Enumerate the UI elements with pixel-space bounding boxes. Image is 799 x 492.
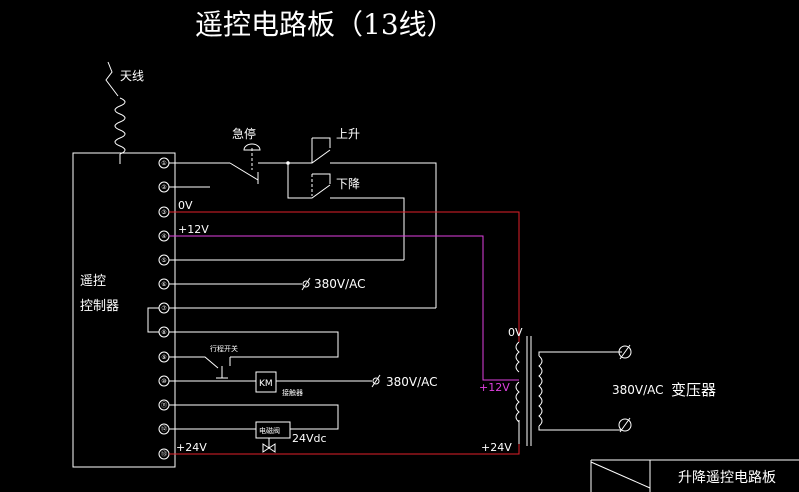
terminal-2 bbox=[158, 181, 170, 193]
title-block bbox=[590, 459, 799, 492]
estop-label: 急停 bbox=[232, 126, 256, 141]
antenna-label: 天线 bbox=[120, 69, 144, 83]
ac-label-km: 380V/AC bbox=[386, 375, 438, 389]
terminal-12 bbox=[158, 423, 170, 435]
terminal-10 bbox=[158, 375, 170, 387]
plus24v-wire bbox=[169, 420, 520, 455]
terminal-8 bbox=[158, 326, 170, 338]
controller-label-1: 遥控 bbox=[80, 274, 106, 289]
plus24-label-left: +24V bbox=[176, 441, 207, 454]
valve-icon bbox=[262, 443, 276, 453]
transformer bbox=[515, 336, 622, 446]
terminal-9 bbox=[158, 351, 170, 363]
antenna bbox=[105, 61, 126, 164]
estop-switch-contact bbox=[229, 162, 259, 181]
terminal-3 bbox=[158, 206, 170, 218]
terminal-1 bbox=[158, 157, 170, 169]
titleblock-label: 升降遥控电路板 bbox=[678, 470, 776, 486]
primary-terminal-top bbox=[618, 345, 632, 359]
terminal-13 bbox=[158, 448, 170, 460]
terminal-11 bbox=[158, 399, 170, 411]
contactor-coil bbox=[255, 371, 277, 393]
valve-label: 电磁阀 bbox=[259, 426, 280, 435]
transformer-label: 变压器 bbox=[671, 381, 716, 399]
zero-v-label: 0V bbox=[178, 199, 193, 212]
terminal-5 bbox=[158, 254, 170, 266]
plus12v-wire bbox=[169, 235, 519, 381]
transformer-0v-label: 0V bbox=[508, 326, 523, 339]
remote-controller-box bbox=[72, 152, 176, 468]
terminal-strip bbox=[158, 157, 170, 460]
down-label: 下降 bbox=[336, 177, 360, 191]
terminal-7 bbox=[158, 302, 170, 314]
plus24-label-right: +24V bbox=[481, 441, 512, 454]
km-label: KM bbox=[259, 379, 273, 389]
terminal-6 bbox=[158, 278, 170, 290]
solenoid-valve bbox=[255, 421, 291, 439]
plus12-label: +12V bbox=[178, 223, 209, 236]
primary-terminal-bottom bbox=[618, 418, 632, 432]
ac-label-top: 380V/AC bbox=[314, 277, 366, 291]
v24dc-label: 24Vdc bbox=[292, 432, 327, 445]
controller-label-2: 控制器 bbox=[80, 299, 119, 314]
page-title: 遥控电路板（13线） bbox=[195, 8, 455, 41]
limit-switch-label: 行程开关 bbox=[210, 344, 238, 353]
estop-button-icon bbox=[243, 143, 261, 151]
transformer-ac-label: 380V/AC bbox=[612, 383, 664, 397]
zero-volt-wire bbox=[169, 211, 520, 342]
transformer-12v-label: +12V bbox=[479, 381, 510, 394]
terminal-4 bbox=[158, 230, 170, 242]
up-label: 上升 bbox=[336, 127, 360, 141]
contactor-label: 接触器 bbox=[282, 388, 303, 397]
